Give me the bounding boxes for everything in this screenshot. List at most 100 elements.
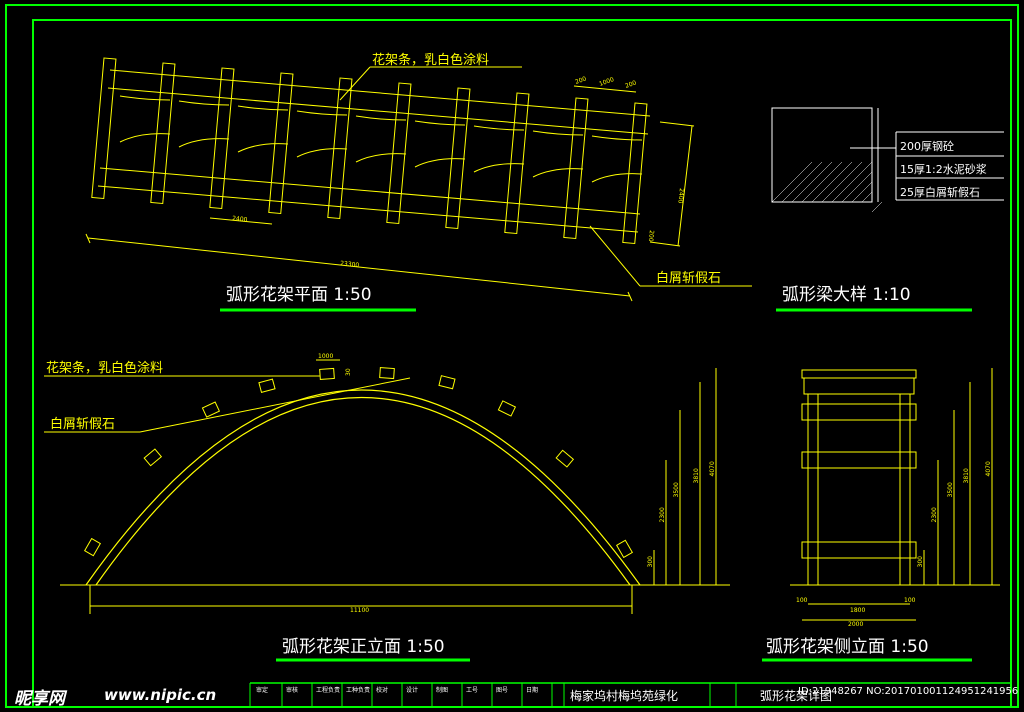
front-slat bbox=[201, 401, 221, 418]
side-dim-wl: 100 bbox=[796, 597, 808, 604]
hatch-line bbox=[781, 161, 823, 203]
vdim-label: 4070 bbox=[709, 461, 716, 476]
front-slat bbox=[83, 537, 102, 557]
plan-view: 23300 2400 2400 200 200 1000 200 花架条，乳白色… bbox=[85, 52, 752, 312]
vdim-label: 2300 bbox=[931, 507, 938, 522]
vdim-label: 3500 bbox=[947, 482, 954, 497]
vdim-label: 300 bbox=[647, 556, 654, 568]
beam-detail: 200厚钢砼 15厚1:2水泥砂浆 25厚白屑斩假石 弧形梁大样 1:10 bbox=[771, 107, 1004, 312]
front-slat bbox=[615, 539, 634, 559]
front-slat bbox=[379, 367, 395, 380]
outer-frame bbox=[5, 4, 1019, 708]
tb-cell-label: 工号 bbox=[466, 687, 478, 694]
tb-cell-label: 审核 bbox=[286, 686, 298, 694]
plan-dim-slat-a: 200 bbox=[574, 75, 587, 86]
plan-dim-width: 2400 bbox=[676, 188, 685, 204]
tb-cell-label: 校对 bbox=[376, 686, 388, 694]
hatch-line bbox=[861, 191, 873, 203]
title-block: 审定 审核 工程负责工种负责校对 设计 制图 工号 图号 日期 梅家坞村梅坞苑绿化 弧形花架详… bbox=[249, 682, 1011, 707]
plan-curve bbox=[532, 130, 584, 178]
vdim-label: 2300 bbox=[659, 507, 666, 522]
side-dim-wr: 100 bbox=[904, 597, 916, 604]
front-dim-gap: 30 bbox=[345, 368, 352, 376]
tb-cell-label: 设计 bbox=[406, 686, 418, 694]
plan-curve bbox=[237, 105, 289, 153]
plan-title: 弧形花架平面 1:50 bbox=[226, 285, 372, 305]
front-slats bbox=[83, 367, 634, 559]
beam-layer-1: 200厚钢砼 bbox=[900, 140, 954, 153]
plan-beam-curves bbox=[119, 95, 643, 183]
watermark-logo: 昵享网 bbox=[14, 689, 65, 709]
front-slat bbox=[497, 400, 517, 417]
hatch-line bbox=[801, 161, 843, 203]
plan-curve bbox=[355, 115, 407, 163]
front-slat bbox=[555, 449, 575, 468]
hatch-line bbox=[791, 161, 833, 203]
tb-cell-label: 图号 bbox=[496, 687, 508, 694]
tb-cell-label: 工种负责 bbox=[346, 686, 370, 694]
front-dim-span: 11100 bbox=[350, 607, 369, 614]
plan-curve bbox=[414, 120, 466, 168]
title-block-cells: 审定 审核 工程负责工种负责校对 设计 制图 工号 图号 日期 bbox=[256, 683, 553, 707]
tb-drawing: 弧形花架详图 bbox=[760, 688, 832, 703]
front-title: 弧形花架正立面 1:50 bbox=[282, 637, 445, 657]
vdim-label: 300 bbox=[917, 556, 924, 568]
plan-rail-bot-outer bbox=[97, 185, 639, 233]
arch-outer bbox=[85, 389, 641, 586]
beam-layer-3: 25厚白屑斩假石 bbox=[900, 185, 980, 199]
front-slat bbox=[258, 378, 276, 393]
front-slat bbox=[319, 367, 335, 380]
side-dim-wmid: 1800 bbox=[850, 607, 865, 614]
side-title: 弧形花架侧立面 1:50 bbox=[766, 637, 929, 657]
plan-dim-total: 23300 bbox=[340, 260, 360, 269]
vdim-label: 3500 bbox=[673, 482, 680, 497]
vdim-label: 3810 bbox=[693, 468, 700, 483]
plan-curve bbox=[296, 110, 348, 158]
plan-rail-top-outer bbox=[109, 69, 651, 117]
tb-cell-label: 日期 bbox=[526, 686, 538, 694]
hatch-line bbox=[811, 161, 853, 203]
front-vertical-dims: 300 2300 3500 3810 4070 bbox=[647, 368, 717, 585]
plan-dim-slat-c: 200 bbox=[624, 79, 637, 90]
front-note-stone: 白屑斩假石 bbox=[50, 416, 115, 432]
plan-dim-gap: 200 bbox=[647, 230, 655, 242]
hatch-line bbox=[851, 181, 873, 203]
beam-title: 弧形梁大样 1:10 bbox=[782, 285, 911, 305]
hatch-line bbox=[831, 161, 873, 203]
plan-rail-bot-inner bbox=[99, 167, 641, 215]
tb-cell-label: 制图 bbox=[436, 686, 448, 694]
watermark-url: www.nipic.cn bbox=[104, 686, 217, 704]
side-dim-wtotal: 2000 bbox=[848, 621, 863, 628]
plan-slats bbox=[91, 57, 648, 245]
plan-rail-top-inner bbox=[107, 87, 649, 135]
tb-project: 梅家坞村梅坞苑绿化 bbox=[570, 688, 678, 703]
front-elevation: 11100 300 2300 3500 3810 4070 1000 30 花架条，乳白… bbox=[44, 353, 730, 662]
watermark-id: ID:21948267 NO:20170100112495124195​6 bbox=[798, 686, 1019, 697]
side-elevation: 100 1800 100 2000 300 2300 3500 3810 4070 弧形… bbox=[762, 368, 1000, 662]
tb-cell-label: 审定 bbox=[256, 686, 268, 694]
front-slat bbox=[438, 375, 456, 390]
plan-note-stone: 白屑斩假石 bbox=[656, 270, 721, 286]
vdim-label: 4070 bbox=[985, 461, 992, 476]
plan-dim-slat-b: 1000 bbox=[598, 76, 615, 88]
hatch-line bbox=[871, 201, 883, 213]
side-vertical-dims: 300 2300 3500 3810 4070 bbox=[917, 368, 993, 585]
beam-layer-2: 15厚1:2水泥砂浆 bbox=[900, 162, 987, 176]
hatch-line bbox=[841, 171, 873, 203]
front-slat bbox=[143, 448, 163, 467]
plan-note-slat: 花架条，乳白色涂料 bbox=[372, 52, 489, 68]
plan-curve bbox=[473, 125, 525, 173]
plan-dim-spacing: 2400 bbox=[232, 215, 248, 224]
front-note-slat: 花架条，乳白色涂料 bbox=[46, 360, 163, 376]
hatch-line bbox=[821, 161, 863, 203]
front-dim-top: 1000 bbox=[318, 353, 333, 360]
plan-curve bbox=[178, 100, 230, 148]
plan-slat bbox=[91, 57, 117, 200]
beam-hatch bbox=[771, 161, 883, 213]
vdim-label: 3810 bbox=[963, 468, 970, 483]
tb-cell-label: 工程负责 bbox=[316, 686, 340, 694]
arch-inner bbox=[95, 397, 631, 586]
plan-curve bbox=[591, 135, 643, 183]
plan-curve bbox=[119, 95, 171, 143]
